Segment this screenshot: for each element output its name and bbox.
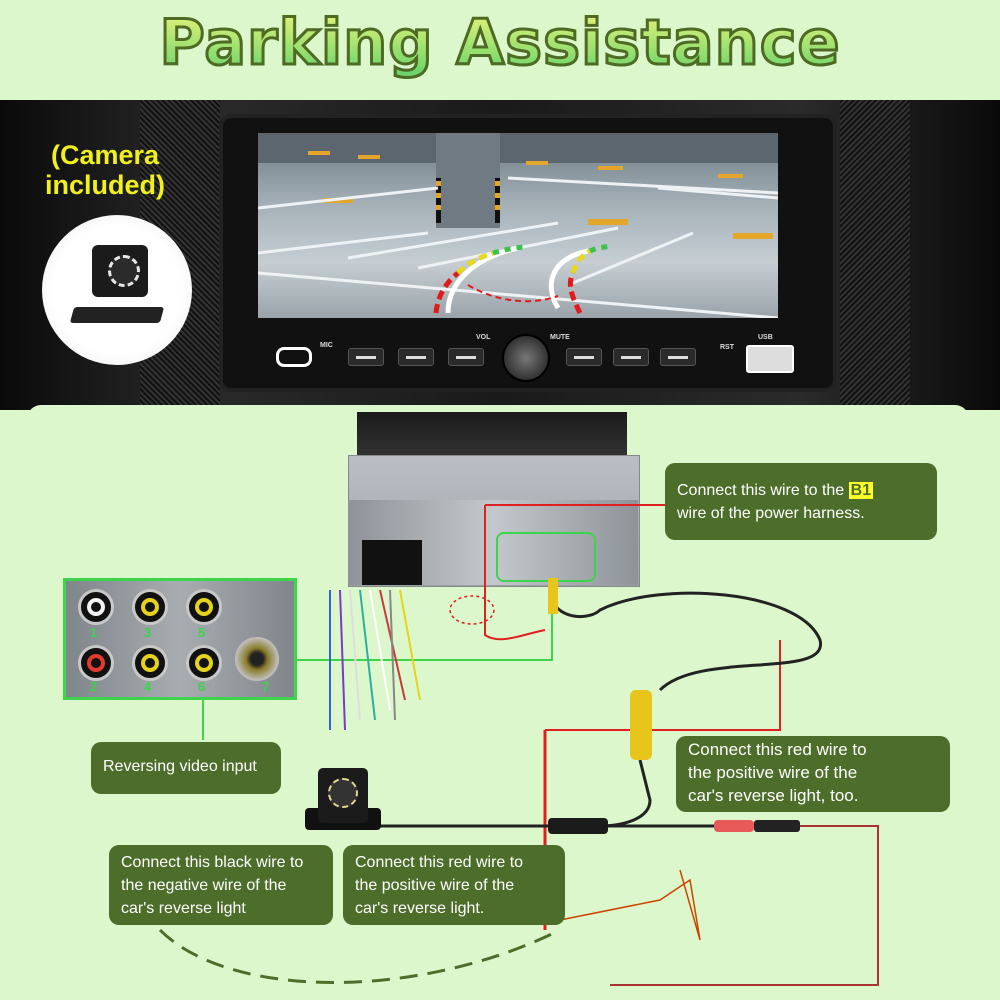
mute-label: MUTE bbox=[550, 334, 570, 341]
radio-faceplate-top bbox=[357, 412, 627, 457]
callout-line: Connect this red wire to bbox=[688, 740, 867, 759]
callout-black-wire: Connect this black wire to the negative … bbox=[109, 845, 333, 925]
callout-red-wire-too: Connect this red wire to the positive wi… bbox=[676, 736, 950, 812]
camera-lens-icon bbox=[328, 778, 358, 808]
callout-line: Connect this red wire to bbox=[355, 854, 524, 871]
small-backup-camera bbox=[318, 768, 368, 823]
callout-reversing-video-text: Reversing video input bbox=[103, 758, 257, 775]
hw-button-2[interactable] bbox=[398, 348, 434, 366]
badge-line-2: included) bbox=[45, 170, 165, 200]
jack-label-3: 3 bbox=[144, 625, 152, 640]
reverse-camera-screen bbox=[258, 133, 778, 318]
volume-knob[interactable] bbox=[502, 334, 550, 382]
usb-c-port[interactable] bbox=[276, 347, 312, 367]
usb-a-port[interactable] bbox=[746, 345, 794, 373]
callout-b1-text: Connect this wire to the bbox=[677, 482, 849, 499]
callout-b1-wire: Connect this wire to the B1 wire of the … bbox=[665, 463, 937, 540]
camera-lens-icon bbox=[108, 255, 140, 287]
jack-label-5: 5 bbox=[198, 625, 206, 640]
rst-label: RST bbox=[720, 344, 734, 351]
jack-label-7: 7 bbox=[262, 679, 270, 694]
hw-button-1[interactable] bbox=[348, 348, 384, 366]
callout-line: car's reverse light. bbox=[355, 900, 485, 917]
callout-line: car's reverse light, too. bbox=[688, 786, 859, 805]
jack-label-4: 4 bbox=[144, 679, 152, 694]
badge-line-1: (Camera bbox=[50, 140, 160, 170]
rca-jack-1 bbox=[78, 589, 114, 625]
rca-jack-7 bbox=[235, 637, 279, 681]
jack-label-1: 1 bbox=[90, 625, 98, 640]
vol-label: VOL bbox=[476, 334, 491, 341]
mic-label: MIC bbox=[320, 342, 333, 349]
callout-line: car's reverse light bbox=[121, 900, 246, 917]
rca-jack-4 bbox=[132, 645, 168, 681]
hw-button-4[interactable] bbox=[566, 348, 602, 366]
callout-line: the positive wire of the bbox=[355, 877, 515, 894]
rca-jack-3 bbox=[132, 589, 168, 625]
callout-line: the positive wire of the bbox=[688, 763, 858, 782]
parking-scene bbox=[258, 133, 778, 318]
page-title: Parking Assistance bbox=[158, 5, 841, 81]
head-unit-controls: MIC VOL MUTE RST USB bbox=[258, 330, 818, 382]
rca-jack-5 bbox=[186, 589, 222, 625]
callout-red-wire: Connect this red wire to the positive wi… bbox=[343, 845, 565, 925]
callout-reversing-video: Reversing video input bbox=[91, 742, 281, 794]
callout-line: Connect this black wire to bbox=[121, 854, 304, 871]
jack-label-6: 6 bbox=[198, 679, 206, 694]
hw-button-3[interactable] bbox=[448, 348, 484, 366]
hw-button-5[interactable] bbox=[613, 348, 649, 366]
title-band: Parking Assistance bbox=[0, 0, 1000, 100]
rca-jack-2 bbox=[78, 645, 114, 681]
wiring-harness-connector bbox=[362, 540, 422, 585]
rca-highlight-box bbox=[496, 532, 596, 582]
rca-jack-6 bbox=[186, 645, 222, 681]
camera-included-badge: (Camera included) bbox=[30, 140, 180, 200]
carbon-trim-right bbox=[840, 100, 910, 410]
usb-label: USB bbox=[758, 334, 773, 341]
b1-highlight: B1 bbox=[848, 482, 874, 499]
callout-b1-line2: wire of the power harness. bbox=[677, 505, 865, 522]
hw-button-6[interactable] bbox=[660, 348, 696, 366]
jack-label-2: 2 bbox=[90, 679, 98, 694]
callout-line: the negative wire of the bbox=[121, 877, 287, 894]
backup-camera-image bbox=[42, 215, 192, 365]
